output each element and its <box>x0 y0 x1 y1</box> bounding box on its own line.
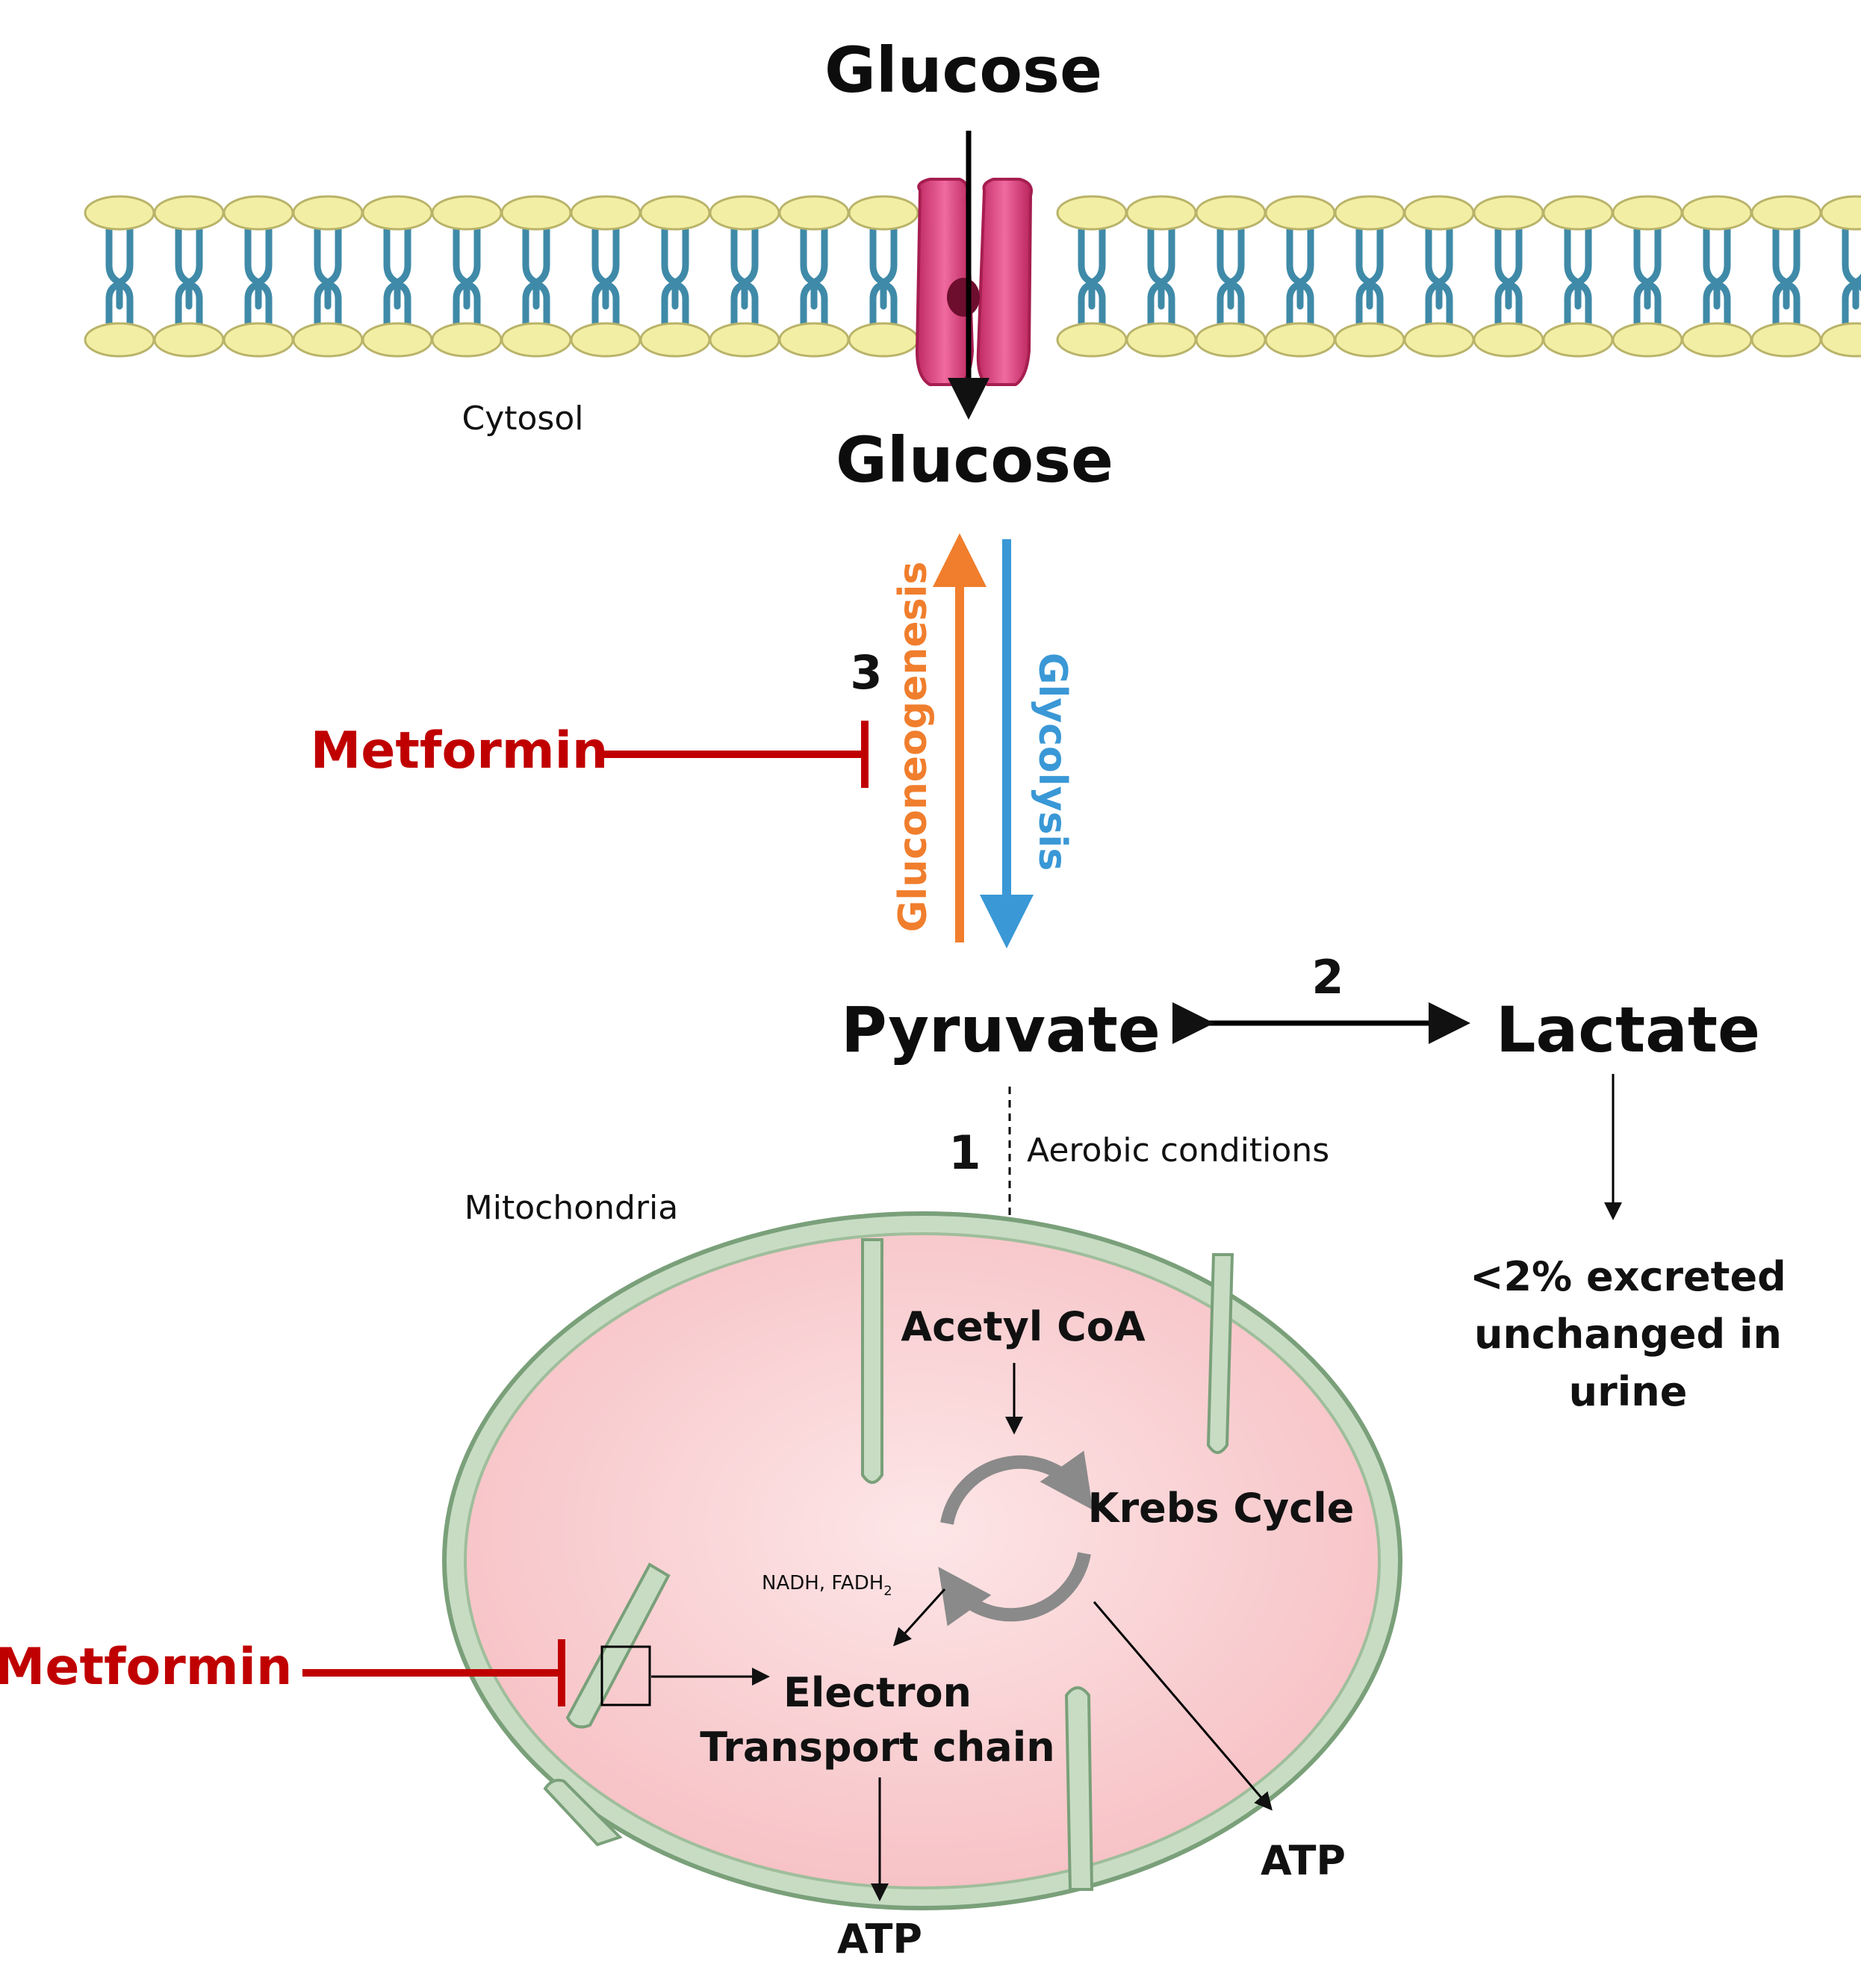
nadh-fadh-subscript: 2 <box>883 1583 892 1599</box>
etc-line-1: Electron <box>783 1669 972 1716</box>
glucose-inside-label: Glucose <box>836 423 1113 497</box>
cytosol-label: Cytosol <box>462 400 583 438</box>
phospholipid-icon <box>500 195 572 358</box>
metformin-inhibition-gluconeogenesis <box>603 721 869 788</box>
metformin-top-label: Metformin <box>311 721 609 780</box>
krebs-cycle-icon <box>938 1450 1093 1627</box>
phospholipid-icon <box>1542 195 1614 358</box>
phospholipid-icon <box>1820 195 1861 358</box>
metformin-bottom-label: Metformin <box>0 1638 292 1697</box>
phospholipid-icon <box>1612 195 1683 358</box>
phospholipid-icon <box>223 195 294 358</box>
complex-i-box <box>600 1645 651 1706</box>
metformin-inhibition-etc <box>302 1639 565 1706</box>
step-2-label: 2 <box>1311 950 1343 1004</box>
phospholipid-icon <box>1125 195 1197 358</box>
glucose-outside-label: Glucose <box>824 34 1102 107</box>
phospholipid-icon <box>84 195 155 358</box>
pyruvate-label: Pyruvate <box>841 993 1161 1066</box>
mitochondria-label: Mitochondria <box>465 1189 678 1227</box>
step-3-label: 3 <box>850 645 882 700</box>
aerobic-conditions-label: Aerobic conditions <box>1027 1131 1329 1169</box>
phospholipid-icon <box>639 195 711 358</box>
atp-left-label: ATP <box>837 1916 922 1963</box>
acetyl-coa-label: Acetyl CoA <box>901 1303 1145 1350</box>
phospholipid-icon <box>361 195 433 358</box>
phospholipid-icon <box>1681 195 1753 358</box>
phospholipid-icon <box>1750 195 1822 358</box>
lactate-label: Lactate <box>1496 993 1760 1066</box>
phospholipid-icon <box>1473 195 1544 358</box>
glycolysis-label: Glycolysis <box>1030 653 1075 871</box>
phospholipid-icon <box>153 195 225 358</box>
krebs-to-atp-arrow <box>1093 1601 1273 1811</box>
phospholipid-icon <box>1056 195 1128 358</box>
glucose-transporter-icon <box>915 178 1033 386</box>
nadh-fadh-label: NADH, FADH2 <box>762 1572 892 1599</box>
atp-right-label: ATP <box>1261 1837 1346 1884</box>
etc-line-2: Transport chain <box>700 1724 1054 1771</box>
phospholipid-icon <box>848 195 919 358</box>
phospholipid-icon <box>1403 195 1475 358</box>
phospholipid-icon <box>292 195 364 358</box>
phospholipid-icon <box>570 195 641 358</box>
phospholipid-icon <box>709 195 780 358</box>
phospholipid-icon <box>431 195 503 358</box>
phospholipid-icon <box>1334 195 1405 358</box>
cell-membrane <box>84 195 1861 358</box>
phospholipid-icon <box>1195 195 1267 358</box>
nadh-fadh-text: NADH, FADH <box>762 1572 883 1594</box>
excreted-line-1: <2% excreted <box>1470 1253 1786 1300</box>
gluconeogenesis-label: Gluconeogenesis <box>891 562 936 933</box>
step-1-label: 1 <box>948 1125 981 1180</box>
excreted-line-2: unchanged in <box>1474 1311 1782 1358</box>
phospholipid-icon <box>778 195 850 358</box>
krebs-to-etc-arrow <box>892 1588 946 1647</box>
phospholipid-icon <box>1264 195 1336 358</box>
excreted-line-3: urine <box>1569 1368 1688 1415</box>
krebs-cycle-label: Krebs Cycle <box>1088 1485 1355 1532</box>
